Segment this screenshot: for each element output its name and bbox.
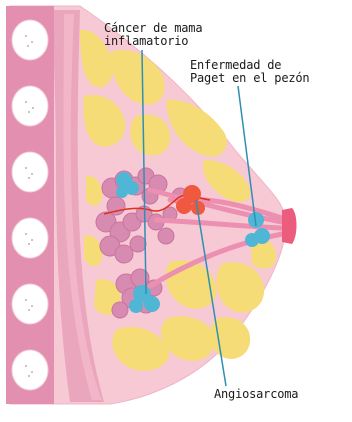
label-inflammatory-breast-cancer: Cáncer de mama inflamatorio <box>104 22 202 48</box>
label-angiosarcoma: Angiosarcoma <box>214 388 298 401</box>
rib <box>12 284 48 324</box>
rib <box>12 218 48 258</box>
rib <box>12 86 48 126</box>
label-paget-disease: Enfermedad de Paget en el pezón <box>190 59 309 85</box>
rib <box>12 20 48 60</box>
label-line: Paget en el pezón <box>190 72 309 85</box>
rib <box>12 350 48 390</box>
rib <box>12 152 48 192</box>
nipple <box>282 208 297 244</box>
rib-column <box>6 6 54 404</box>
label-line: Angiosarcoma <box>214 388 298 401</box>
label-line: inflamatorio <box>104 35 202 48</box>
